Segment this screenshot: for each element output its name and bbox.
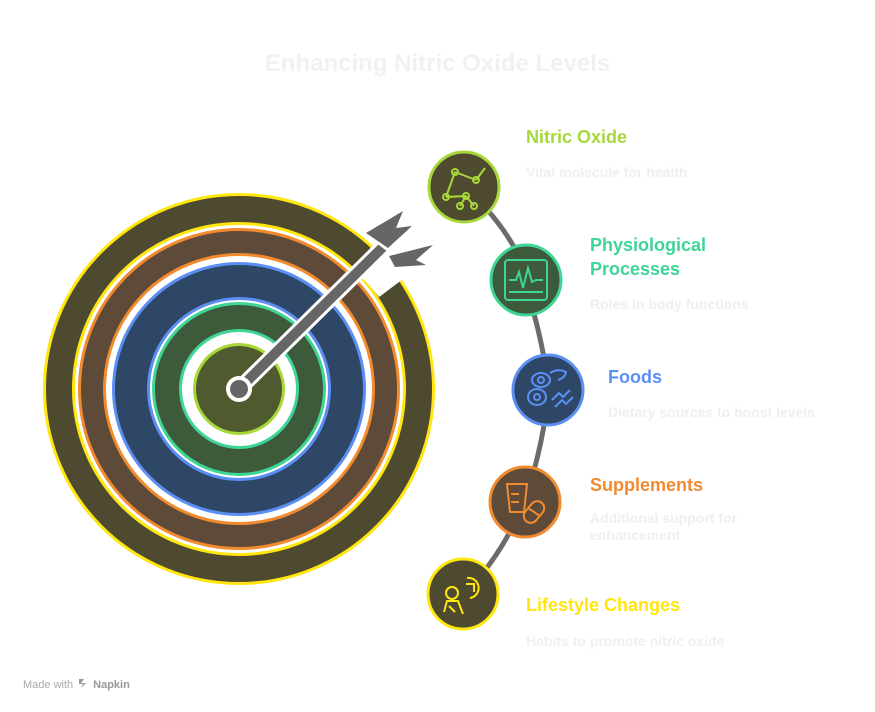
- arrow: [226, 204, 440, 402]
- item-desc-lifestyle: Habits to promote nitric oxide: [526, 633, 725, 649]
- food-items-icon: [527, 369, 574, 408]
- footer-made-with: Made with: [23, 678, 74, 691]
- item-label-supplements: Supplements: [590, 475, 704, 495]
- icon-node-physiological: [489, 243, 563, 317]
- pill-supplement-icon: [505, 483, 546, 524]
- molecule-network-icon: [442, 167, 486, 210]
- icon-node-foods: [511, 353, 585, 427]
- item-label-physiological: Physiological Processes: [590, 235, 707, 279]
- item-desc-physiological: Roles in body functions: [590, 296, 749, 312]
- napkin-logo-icon: [77, 677, 89, 692]
- footer-brand: Napkin: [93, 678, 130, 691]
- item-desc-supplements: Additional support for enhancement: [590, 510, 737, 543]
- page-title: Enhancing Nitric Oxide Levels: [264, 50, 611, 77]
- item-label-foods: Foods: [608, 367, 662, 387]
- item-desc-foods: Dietary sources to boost levels: [608, 404, 815, 420]
- icon-node-lifestyle: [426, 557, 500, 631]
- icon-node-nitric-oxide: [427, 150, 501, 224]
- person-exercise-icon: [443, 576, 480, 615]
- item-label-nitric-oxide: Nitric Oxide: [526, 127, 628, 147]
- icon-node-supplements: [488, 465, 562, 539]
- heartbeat-monitor-icon: [504, 259, 548, 301]
- item-label-lifestyle: Lifestyle Changes: [526, 595, 681, 615]
- item-desc-nitric-oxide: Vital molecule for health: [526, 164, 688, 180]
- target: [43, 193, 435, 585]
- footer: Made with Napkin: [23, 677, 130, 692]
